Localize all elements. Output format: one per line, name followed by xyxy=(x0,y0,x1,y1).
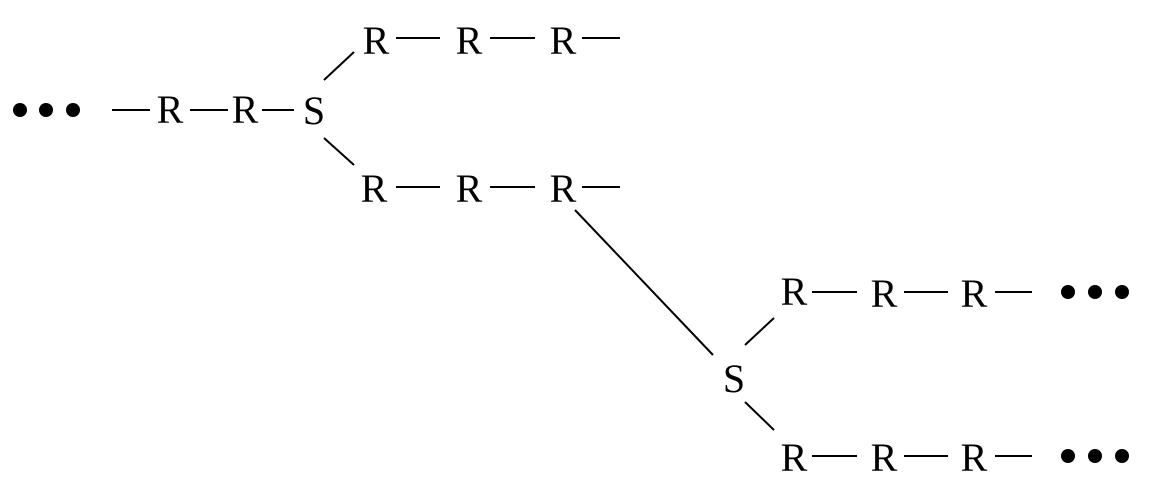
branch-1-upper: R R R xyxy=(363,18,620,63)
residue-node: R xyxy=(550,166,577,211)
residue-node: R xyxy=(361,166,388,211)
residue-node: R xyxy=(961,271,988,316)
branch-node: S xyxy=(723,356,745,401)
continuation-dots-left xyxy=(13,103,80,117)
residue-node: R xyxy=(363,18,390,63)
continuation-dots-right xyxy=(1061,285,1129,299)
residue-node: R xyxy=(961,435,988,480)
residue-node: R xyxy=(550,18,577,63)
residue-node: R xyxy=(456,166,483,211)
branch-2-lower: R R R xyxy=(781,435,1129,480)
residue-node: R xyxy=(157,87,184,132)
residue-node: R xyxy=(456,18,483,63)
branch-point-2: S xyxy=(723,317,775,431)
continuation-dots-right xyxy=(1061,449,1129,463)
residue-node: R xyxy=(781,269,808,314)
residue-node: R xyxy=(781,435,808,480)
main-chain: R R S xyxy=(112,51,355,166)
branch-node: S xyxy=(303,88,325,133)
residue-node: R xyxy=(232,87,259,132)
residue-node: R xyxy=(871,271,898,316)
branch-2-upper: R R R xyxy=(781,269,1129,316)
branch-1-lower: R R R xyxy=(361,166,714,356)
residue-node: R xyxy=(871,435,898,480)
